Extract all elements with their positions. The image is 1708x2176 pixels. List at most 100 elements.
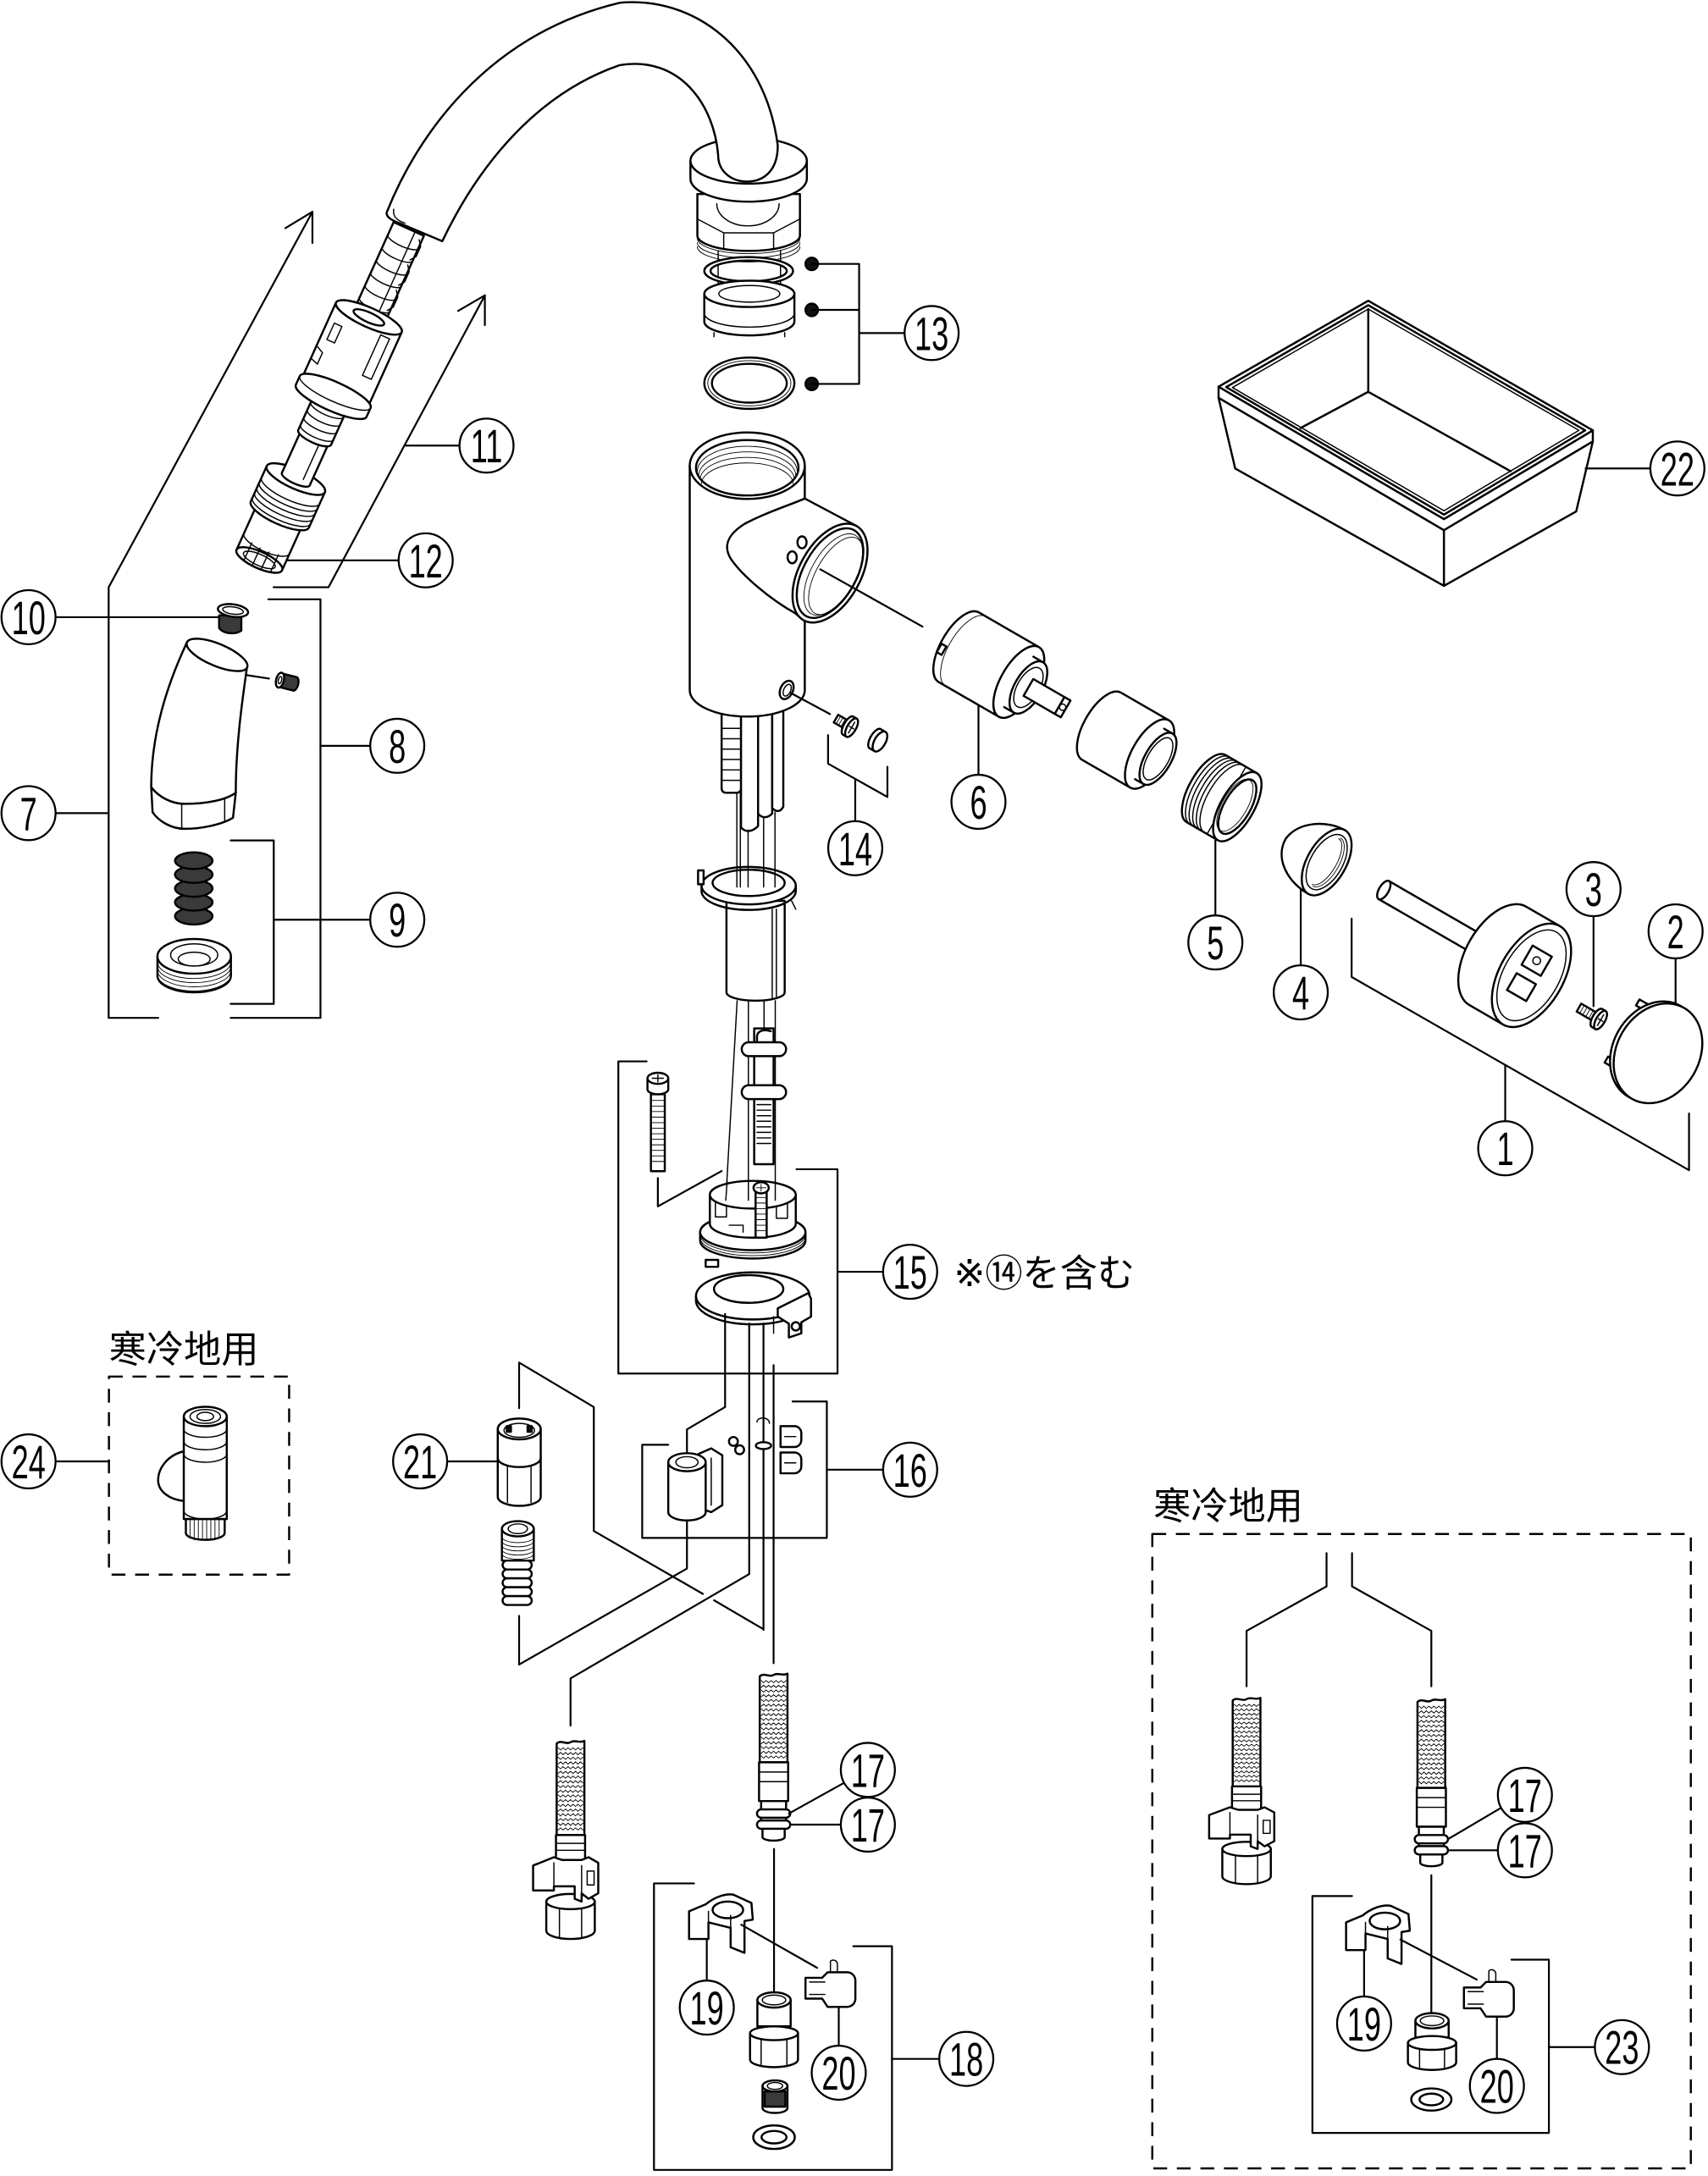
body-hole [786,550,799,565]
callout-7: 7 [0,785,57,842]
basin-opening [1231,308,1580,511]
handle-lever-end [1376,880,1392,901]
adapter-hex-body [749,2032,799,2068]
bracket-16 [641,1400,884,1539]
sleeve-bore [1142,737,1174,781]
spout-nut-bore [716,202,780,227]
supply-adapter [1407,2012,1457,2071]
weight-u-clip-slot [783,1435,797,1464]
supply-washer [1410,2087,1453,2112]
mounting-plate-clip-screw [790,1321,801,1332]
o-ring-lower-edge [707,360,792,406]
mounting-screw-cross [755,1184,767,1192]
part-10-check-valve [217,603,250,635]
spout [385,1,809,262]
shower-head-plug [274,671,300,692]
callout-number: 18 [949,2034,983,2086]
hose-clip-detail [1229,1811,1271,1842]
clip-20-detail [1467,1969,1497,2005]
leader-cartridge-axis [819,568,924,628]
cap-face [1612,1002,1704,1105]
spout-tube-end [392,208,406,224]
callout-circle [1647,903,1704,960]
fitting-ring [740,1041,788,1058]
callout-circle [1649,440,1705,497]
sleeve-body [1075,690,1170,789]
bracket-8-line [229,598,322,1019]
bracket-15-line [617,1060,839,1375]
callout-number: 15 [893,1246,927,1299]
callout-14: 14 [826,820,884,876]
bracket-11-line [273,294,486,588]
valve-side-knob [157,1450,186,1503]
hose-ferrule-bands [758,1771,789,1783]
clip-20-body [1462,1980,1515,2018]
part-4-cover [1280,822,1353,897]
adapter-21-stem-rib [501,1568,533,1580]
bracket-13 [804,257,906,392]
body-outlet-tubes [720,699,785,832]
callout-6: 6 [950,773,1007,831]
nut-5-bore [1217,778,1258,836]
callout-number: 10 [12,592,46,644]
callout-8: 8 [369,717,426,774]
seat-ring-top [703,279,796,308]
hose-ferrule-bands [555,1842,586,1852]
corrugated-strip [374,231,422,321]
callout-circle [0,785,57,842]
weight-hook [756,1417,771,1424]
hose-nut-flats [558,1908,583,1939]
callout-18: 18 [938,2030,995,2087]
adapter-hex-flats [760,2038,788,2068]
sleeve-inner-face [1138,732,1178,787]
mounting-nut-castellation [715,1202,788,1233]
clip-19-ring [711,1900,744,1919]
spout-tube [385,1,779,243]
fitting-threads [756,1103,772,1145]
cartridge-groove [940,615,987,687]
bracket-18-line [653,1882,893,2171]
part-19-clip [1345,1904,1412,1965]
callout-cold-20: 20 [1468,2057,1525,2114]
bracket-13-line [810,262,906,385]
callout-number: 17 [1508,1770,1542,1822]
part-17-o-ring-upper [755,1808,792,1820]
part-13-seal-set [703,250,796,411]
swivel-end-face [235,546,284,574]
callout-number: 20 [1480,2061,1514,2113]
callout-22: 22 [1649,440,1705,497]
nut-threads [252,477,321,527]
callout-circle [1468,2057,1525,2114]
adapter-21-stem-threads [501,1536,534,1560]
bracket-7-shower-assembly [54,211,314,1019]
callout-number: 19 [690,1982,724,2035]
cold-region-dashed-box [1151,1533,1692,2170]
standard-supply-hose-right [755,1672,792,1842]
bracket-11-hose-assembly [273,294,486,588]
cover-opening [1305,833,1348,891]
part-1-handle-assembly [1376,880,1573,1029]
set-screw-cross [848,721,856,734]
guide-sleeve [697,865,797,1002]
tubes-through-collar [736,792,776,888]
adapter-21-stem-rib [501,1559,533,1571]
braid-pattern [1418,1705,1445,1785]
spout-nut-hex [696,218,801,251]
seat-ring-groove [703,312,795,338]
cartridge-sleeve [1075,690,1178,790]
bracket-15 [617,1060,884,1375]
seat-ring-bore [718,284,781,303]
callout-circle [882,1243,938,1301]
strainer-mesh [763,2090,787,2108]
weight-spring [733,1444,745,1455]
hose-ferrule [1230,1785,1263,1811]
callout-number: 20 [821,2047,855,2100]
adapter-21-stem-rib [501,1577,533,1588]
guide-line-weight [686,1312,727,1454]
callout-circle [839,1796,896,1853]
guide-sleeve-collar-edge [700,884,797,911]
nut-5-threads [1185,755,1245,834]
fitting-ring [740,1084,788,1101]
callout-circle [950,773,1007,831]
